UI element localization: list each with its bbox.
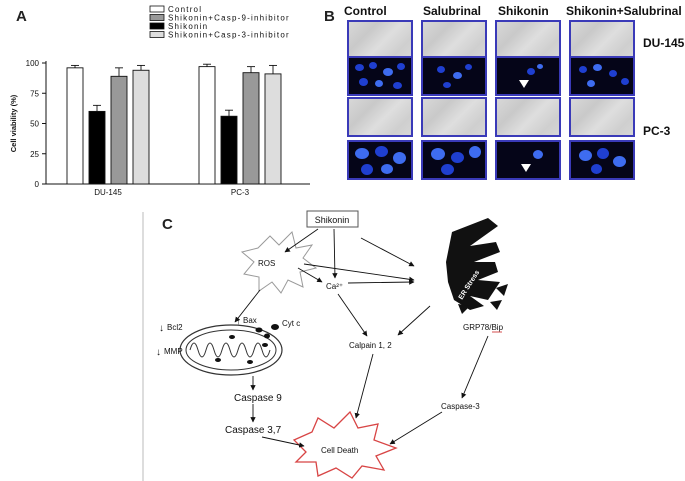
legend-label-shikonin-casp-9-inhibitor: Shikonin+Casp-9-inhibitor xyxy=(168,14,290,23)
bar-du-145-shikonin-casp-3-inhibitor xyxy=(132,69,150,185)
micro-du145-salubrinal-brightfield xyxy=(421,20,487,60)
er-organelle-icon: ER Stress xyxy=(446,218,508,314)
caspase9-node-label: Caspase 9 xyxy=(234,393,282,404)
panel-a-label: A xyxy=(16,8,27,25)
pathway-arrows xyxy=(234,228,489,448)
legend-label-shikonin: Shikonin xyxy=(168,22,208,31)
y-tick-label: 25 xyxy=(30,150,39,159)
arrow-ros-to-ca xyxy=(297,267,323,283)
calpain-node-label: Calpain 1, 2 xyxy=(349,341,392,350)
y-tick-label: 0 xyxy=(35,180,40,189)
cell-death-node-label: Cell Death xyxy=(321,446,358,455)
micro-du145-control-fluorescence xyxy=(347,56,413,96)
column-header-salubrinal: Salubrinal xyxy=(423,4,482,18)
panel-b-label: B xyxy=(324,8,335,25)
bar-pc-3-shikonin xyxy=(220,115,238,185)
arrow-shikonin-to-er xyxy=(360,237,415,267)
column-header-shikonin: Shikonin xyxy=(498,4,549,18)
micro-du145-shikonin-brightfield xyxy=(495,20,561,60)
micro-pc3-control-brightfield xyxy=(347,97,413,137)
microscopy-panel: Control Salubrinal Shikonin Shikonin+Sal… xyxy=(340,0,685,190)
bar-pc-3-shikonin-casp-3-inhibitor xyxy=(264,73,282,185)
caspase37-node-label: Caspase 3,7 xyxy=(225,425,282,436)
micro-pc3-salubrinal-fluorescence xyxy=(421,140,487,180)
micro-du145-combo-brightfield xyxy=(569,20,635,60)
micro-pc3-shikonin-fluorescence xyxy=(495,140,561,180)
chart-bars xyxy=(66,63,282,185)
micro-pc3-combo-brightfield xyxy=(569,97,635,137)
arrow-ros-to-mito xyxy=(234,289,261,323)
column-header-control: Control xyxy=(344,4,387,18)
ros-node-shape xyxy=(240,231,318,294)
legend-label-control: Control xyxy=(168,5,202,14)
mmp-label: MMP xyxy=(164,347,183,356)
y-axis-title: Cell viability (%) xyxy=(9,94,18,152)
cell-death-burst-shape xyxy=(292,410,398,479)
pathway-diagram: Shikonin ROS Ca²⁺ ER Stress GRP78/Bip Cy… xyxy=(142,210,508,481)
grp78-node-label: GRP78/Bip xyxy=(463,323,504,332)
bar-pc-3-control xyxy=(198,66,216,185)
x-tick-label-du-145: DU-145 xyxy=(94,188,122,197)
legend-label-shikonin-casp-3-inhibitor: Shikonin+Casp-3-inhibitor xyxy=(168,31,290,40)
legend-swatch-shikonin xyxy=(149,22,165,30)
bcl2-down-arrow: ↓ xyxy=(159,323,164,334)
ros-node-label: ROS xyxy=(258,259,275,268)
column-header-shikonin-salubrinal: Shikonin+Salubrinal xyxy=(566,4,682,18)
y-tick-label: 100 xyxy=(26,59,40,68)
micro-du145-control-brightfield xyxy=(347,20,413,60)
cytochrome-c-dots xyxy=(255,324,279,339)
bcl2-label: Bcl2 xyxy=(167,323,183,332)
x-tick-label-pc-3: PC-3 xyxy=(231,188,250,197)
arrow-caspase3-to-death xyxy=(389,411,443,445)
shikonin-node-box xyxy=(306,210,359,228)
panel-c-label: C xyxy=(162,216,173,233)
cytochrome-c-label: Cyt c xyxy=(282,319,300,328)
micro-pc3-control-fluorescence xyxy=(347,140,413,180)
arrow-grp78-to-caspase3 xyxy=(461,335,489,399)
arrowhead-marker xyxy=(519,80,529,88)
arrow-caspase37-to-death xyxy=(261,436,305,448)
micro-du145-combo-fluorescence xyxy=(569,56,635,96)
arrow-ros-to-er xyxy=(303,263,415,282)
arrowhead-marker xyxy=(521,164,531,172)
mmp-down-arrow: ↓ xyxy=(156,347,161,358)
arrow-ca-to-calpain xyxy=(337,293,368,337)
row-label-du145: DU-145 xyxy=(643,36,685,50)
arrow-shikonin-to-ros xyxy=(284,228,319,253)
caspase3-node-label: Caspase-3 xyxy=(441,402,480,411)
micro-pc3-combo-fluorescence xyxy=(569,140,635,180)
calcium-node-label: Ca²⁺ xyxy=(326,282,343,291)
viability-bar-chart: ControlShikonin+Casp-9-inhibitorShikonin… xyxy=(9,5,310,197)
micro-du145-shikonin-fluorescence xyxy=(495,56,561,96)
arrow-ca-to-er xyxy=(347,279,415,285)
bar-pc-3-shikonin-casp-9-inhibitor xyxy=(242,72,260,185)
y-tick-label: 75 xyxy=(30,89,39,98)
arrow-er-to-calpain xyxy=(397,305,431,336)
bar-du-145-shikonin-casp-9-inhibitor xyxy=(110,75,128,185)
row-label-pc3: PC-3 xyxy=(643,124,671,138)
arrow-shikonin-to-ca xyxy=(332,228,338,279)
micro-pc3-shikonin-brightfield xyxy=(495,97,561,137)
bax-label: Bax xyxy=(243,316,257,325)
arrow-calpain-to-death xyxy=(354,353,374,419)
micro-pc3-salubrinal-brightfield xyxy=(421,97,487,137)
shikonin-node-label: Shikonin xyxy=(315,215,350,225)
mitochondrion-icon xyxy=(179,324,283,376)
chart-legend: ControlShikonin+Casp-9-inhibitorShikonin… xyxy=(149,5,290,40)
micro-du145-salubrinal-fluorescence xyxy=(421,56,487,96)
y-tick-label: 50 xyxy=(30,120,39,129)
legend-swatch-shikonin-casp-3-inhibitor xyxy=(149,31,165,38)
legend-swatch-shikonin-casp-9-inhibitor xyxy=(149,14,165,21)
legend-swatch-control xyxy=(149,5,165,13)
bar-du-145-control xyxy=(66,67,84,185)
bar-du-145-shikonin xyxy=(88,110,106,185)
